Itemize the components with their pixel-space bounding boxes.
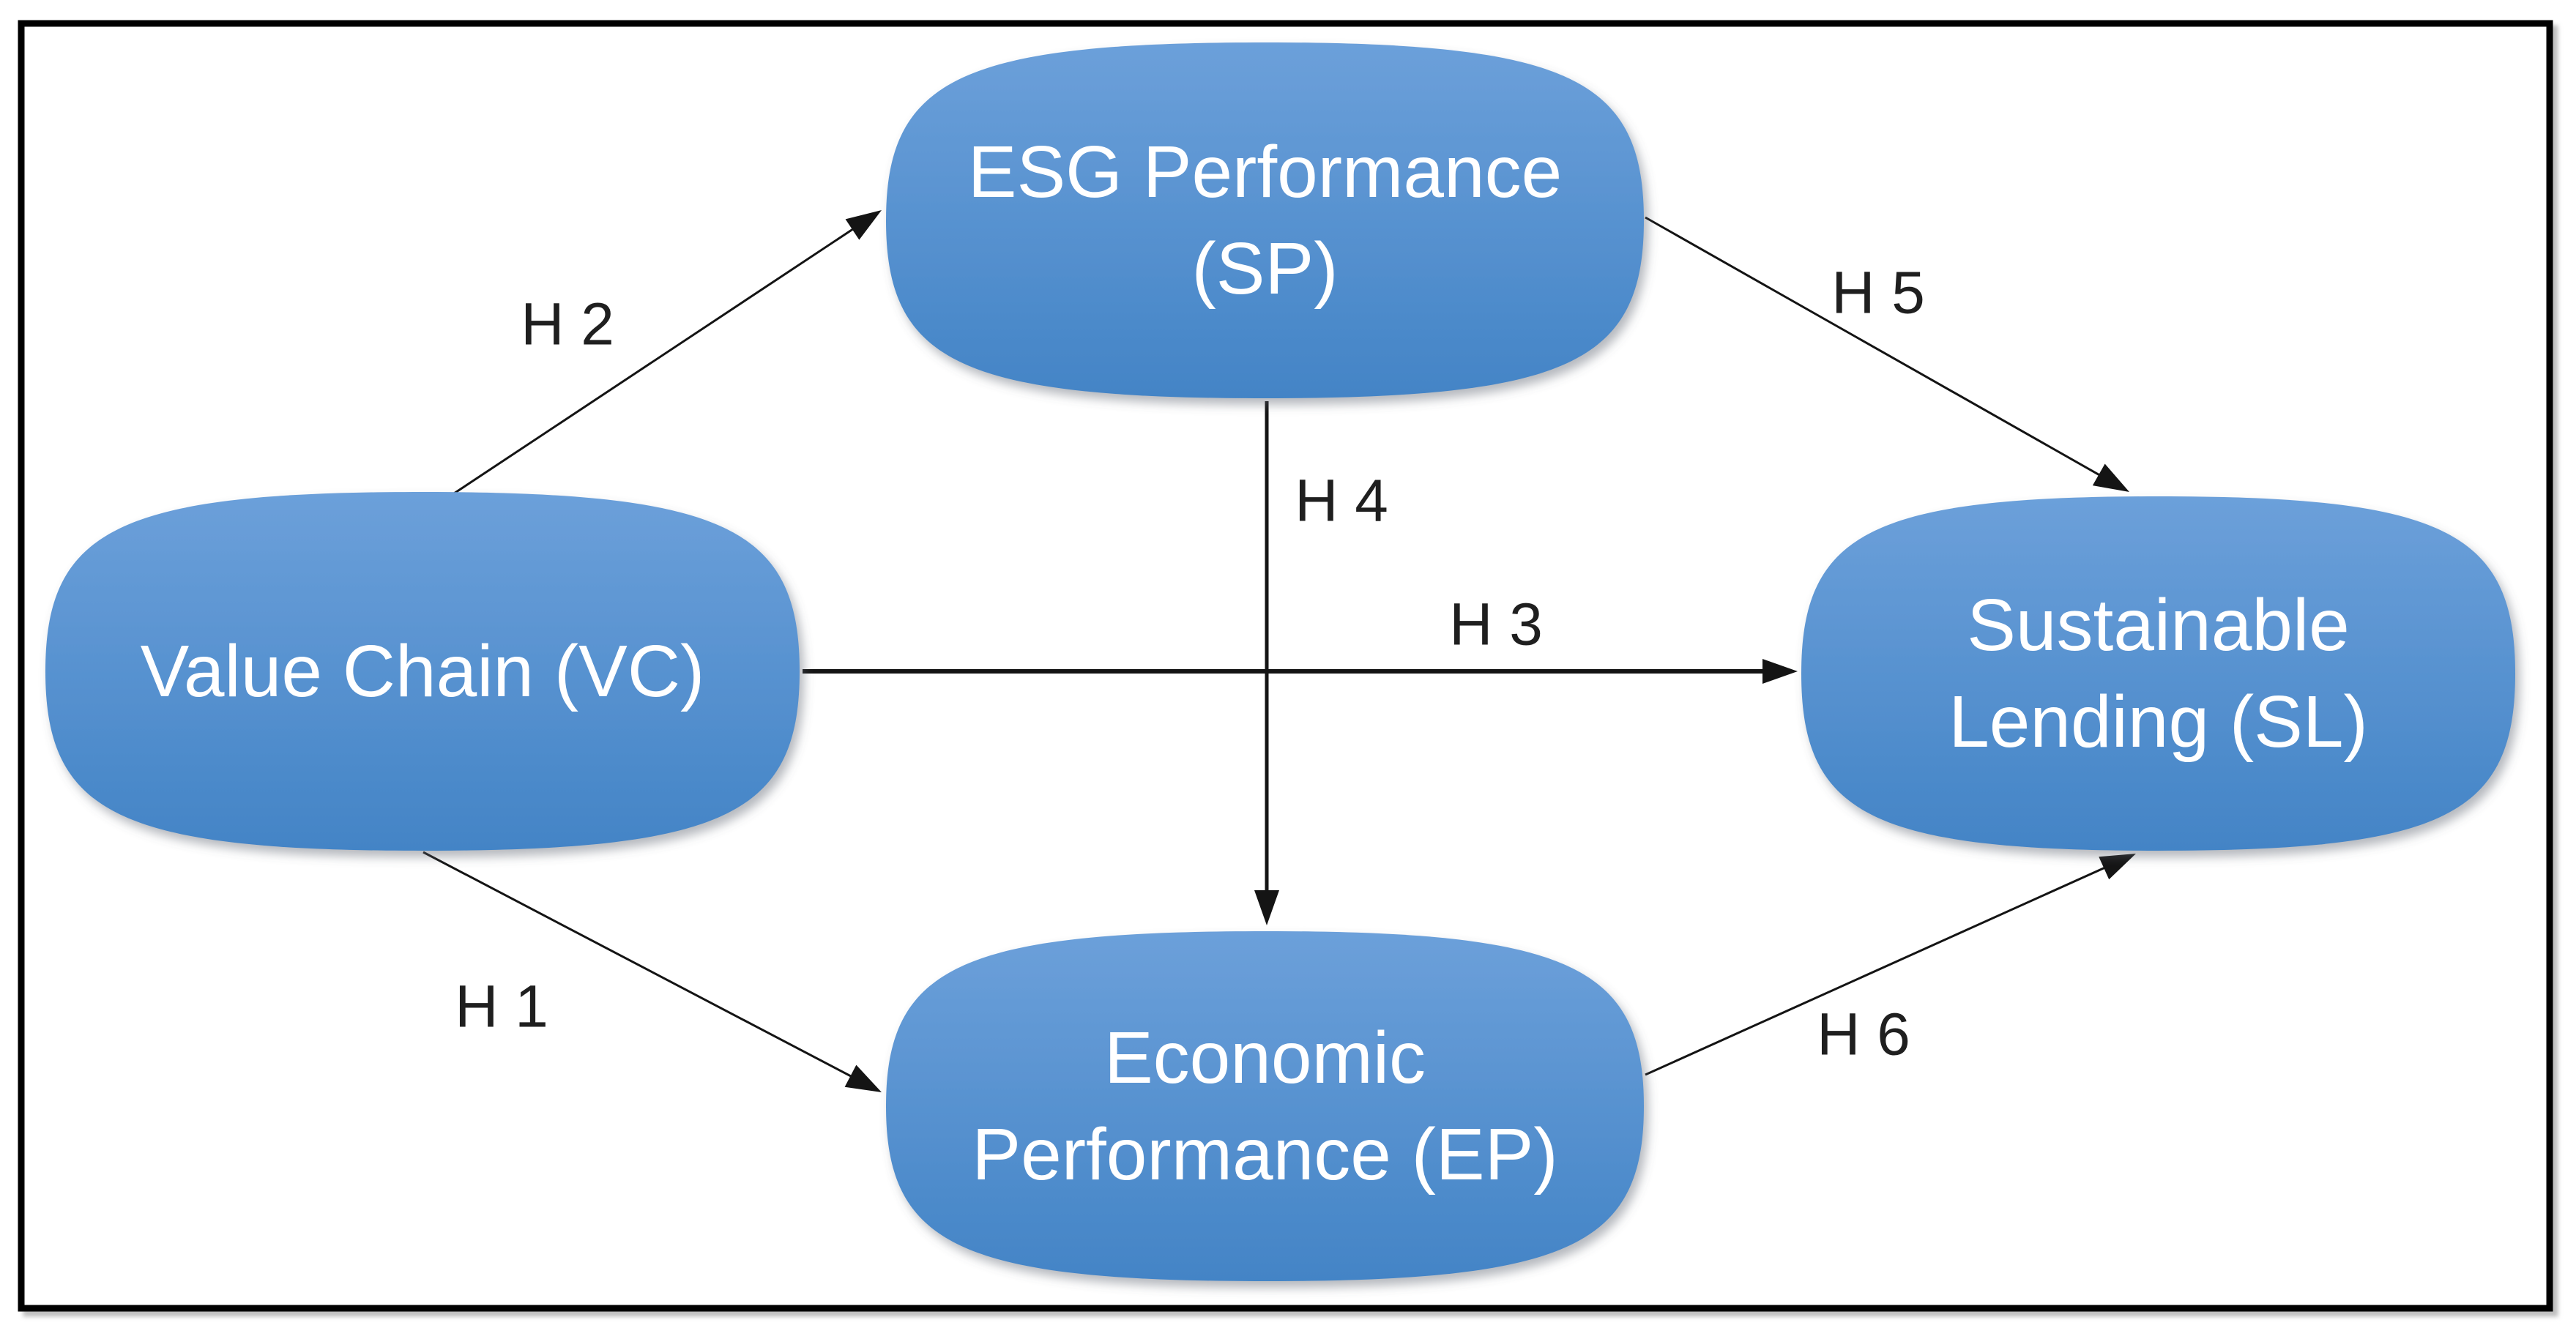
arrow-label-h6: H 6 xyxy=(1817,1002,1910,1068)
arrow-label-h5: H 5 xyxy=(1831,260,1925,327)
node-shape-esg-performance xyxy=(886,42,1644,398)
arrowhead-icon xyxy=(1254,890,1279,925)
arrow-label-h1: H 1 xyxy=(455,974,548,1040)
arrowhead-icon xyxy=(844,1064,882,1092)
arrow-label-h4: H 4 xyxy=(1295,468,1388,534)
node-label-esg-performance-line2: (SP) xyxy=(1192,228,1339,310)
arrow-line-h5 xyxy=(1645,216,2112,483)
arrow-h5: H 5 xyxy=(1645,216,2129,492)
arrowhead-icon xyxy=(845,210,882,240)
arrowhead-icon xyxy=(2099,854,2136,880)
node-label-value-chain-line1: Value Chain (VC) xyxy=(141,630,705,712)
arrow-h6: H 6 xyxy=(1645,854,2136,1076)
nodes-layer: Value Chain (VC) ESG Performance (SP) Econo… xyxy=(45,42,2515,1281)
node-label-sustainable-lending-line1: Sustainable xyxy=(1967,584,2350,666)
arrow-h2: H 2 xyxy=(453,210,882,495)
arrow-line-h2 xyxy=(453,220,865,495)
arrowhead-icon xyxy=(2092,463,2129,492)
arrow-h4: H 4 xyxy=(1254,401,1388,925)
node-label-esg-performance-line1: ESG Performance xyxy=(968,131,1562,213)
arrow-label-h3: H 3 xyxy=(1449,592,1543,658)
arrow-h3: H 3 xyxy=(803,592,1798,684)
node-value-chain: Value Chain (VC) xyxy=(45,492,800,851)
arrow-label-h2: H 2 xyxy=(521,291,614,358)
edges-layer: H 2 H 1 H 3 H 4 H 5 H 6 xyxy=(422,210,2136,1092)
arrow-line-h6 xyxy=(1645,861,2118,1076)
node-esg-performance: ESG Performance (SP) xyxy=(886,42,1644,398)
node-shape-value-chain xyxy=(45,492,800,851)
node-shape-sustainable-lending xyxy=(1801,496,2515,851)
node-label-sustainable-lending-line2: Lending (SL) xyxy=(1948,681,2368,763)
node-shape-economic-performance xyxy=(886,931,1644,1281)
arrowhead-icon xyxy=(1762,659,1798,684)
arrow-h1: H 1 xyxy=(422,851,882,1092)
node-label-economic-performance-line2: Performance (EP) xyxy=(972,1114,1557,1196)
arrow-line-h1 xyxy=(422,851,864,1083)
node-label-economic-performance-line1: Economic xyxy=(1104,1017,1426,1099)
